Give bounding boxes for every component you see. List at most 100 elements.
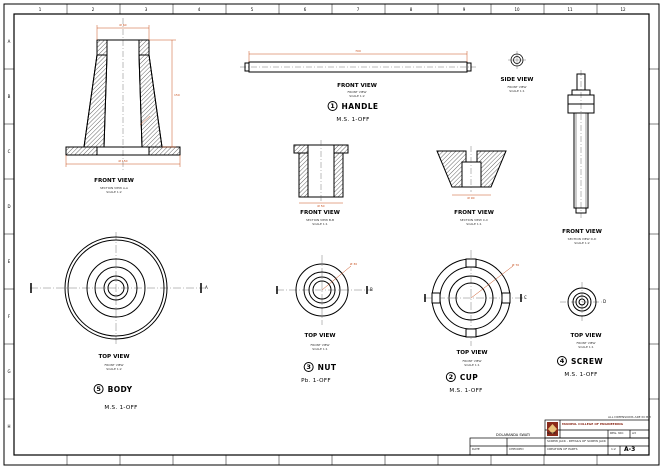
nut-top-view-title: TOP VIEW: [304, 333, 336, 339]
institute-logo: [547, 422, 558, 436]
part-name-nut: NUT: [317, 362, 337, 372]
part-name-handle: HANDLE: [341, 101, 379, 111]
outer-border: [3, 3, 660, 466]
handle-front-view: [240, 51, 476, 73]
title-block-date-label: DATE: [472, 447, 480, 451]
part-label-screw: 4 SCREW: [556, 356, 604, 366]
dim-handle-length: 700: [355, 49, 361, 53]
svg-text:11: 11: [567, 7, 573, 12]
dim-cup-dia: Ø 70: [512, 262, 519, 267]
body-top-view-note-2: SCALE 1:2: [106, 367, 122, 371]
part-name-screw: SCREW: [570, 356, 604, 366]
handle-front-view-note-1: FRONT VIEW: [347, 90, 367, 94]
part-label-cup: 2 CUP: [445, 372, 479, 382]
body-front-view-note-1: SECTION VIEW A-A: [100, 186, 128, 190]
part-label-body: 5 BODY: [93, 384, 133, 394]
handle-front-view-note-2: SCALE 1:2: [349, 94, 365, 98]
part-material-screw: M.S. 1-OFF: [564, 372, 598, 378]
nut-top-view: [276, 255, 372, 325]
part-name-cup: CUP: [459, 372, 479, 382]
svg-text:12: 12: [620, 7, 626, 12]
svg-text:F: F: [8, 314, 11, 319]
svg-text:D: D: [7, 204, 10, 209]
zone-labels: 1 2 3 4 5 6 7 8 9 10 11 12 A B C D E F G…: [7, 7, 626, 429]
handle-side-view-note-2: SCALE 1:1: [509, 89, 525, 93]
part-number-nut: 3: [303, 362, 314, 372]
title-block-reg-label: REG. NO:: [610, 431, 624, 435]
svg-text:9: 9: [463, 7, 466, 12]
title-block-sheet-no: A3: [632, 431, 636, 435]
cup-top-view-note-2: SCALE 1:1: [464, 363, 480, 367]
nut-top-view-note-2: SCALE 1:1: [312, 347, 328, 351]
svg-text:A: A: [8, 39, 11, 44]
svg-text:B: B: [8, 94, 11, 99]
cup-front-view-note-1: SECTION VIEW C-C: [459, 218, 489, 222]
screw-front-view-note-2: SCALE 1:2: [574, 241, 590, 245]
part-number-body: 5: [93, 384, 104, 394]
body-front-view-note-2: SCALE 1:2: [106, 190, 122, 194]
dim-nut-width: Ø 50: [317, 203, 324, 208]
section-marker-b: B: [370, 287, 373, 292]
title-block-institute: MANIPAL COLLEGE OF ENGINEERING: [562, 422, 624, 426]
screw-front-view-title: FRONT VIEW: [562, 229, 602, 235]
part-material-body: M.S. 1-OFF: [104, 405, 138, 411]
svg-text:2: 2: [92, 7, 95, 12]
svg-text:6: 6: [304, 7, 307, 12]
cup-front-view: [436, 146, 507, 196]
dim-body-top: Ø 60: [119, 22, 126, 27]
part-number-cup: 2: [445, 372, 456, 382]
part-material-handle: M.S. 1-OFF: [336, 117, 370, 123]
cup-front-view-title: FRONT VIEW: [454, 210, 494, 216]
cup-top-view-note-1: FRONT VIEW: [462, 359, 482, 363]
svg-text:1: 1: [39, 7, 42, 12]
title-block-checked-label: CHECKED: [509, 447, 524, 451]
drawn-by: DOLARANDA SWATI: [496, 433, 531, 437]
title-block-name-label: NAME:: [547, 431, 557, 435]
title-block-title: SCREW JACK - DETAILS OF SCREW JACK: [547, 439, 606, 443]
screw-front-view-note-1: SECTION VIEW D-D: [567, 237, 597, 241]
title-block-scale: 1:2: [611, 447, 616, 451]
handle-front-view-title: FRONT VIEW: [337, 83, 377, 89]
screw-top-view: [560, 282, 604, 322]
cup-front-view-note-2: SCALE 1:1: [466, 222, 482, 226]
section-marker-c: C: [524, 295, 527, 300]
part-label-nut: 3 NUT: [303, 362, 337, 372]
screw-front-view: [567, 70, 595, 218]
svg-text:C: C: [8, 149, 11, 154]
dimensions-note: ALL DIMENSIONS ARE IN MM: [608, 415, 651, 419]
dim-nut-dia: Ø 30: [350, 261, 357, 266]
dim-body-height: 150: [174, 93, 180, 97]
svg-text:H: H: [7, 424, 10, 429]
inner-border: [13, 13, 650, 456]
handle-side-view: [508, 51, 526, 69]
title-block-lines: [469, 419, 650, 456]
nut-front-view-note-1: SECTION VIEW B-B: [305, 218, 335, 222]
nut-top-view-note-1: FRONT VIEW: [310, 343, 330, 347]
body-front-view: [65, 18, 181, 172]
screw-top-view-title: TOP VIEW: [570, 333, 602, 339]
screw-top-view-note-2: SCALE 1:1: [578, 345, 594, 349]
dim-body-bottom: Ø 150: [118, 158, 127, 163]
svg-text:E: E: [8, 259, 11, 264]
part-material-nut: Pb. 1-OFF: [301, 378, 331, 384]
svg-text:8: 8: [410, 7, 413, 12]
handle-side-view-note-1: FRONT VIEW: [507, 85, 527, 89]
svg-text:G: G: [7, 369, 10, 374]
section-marker-a: A: [205, 285, 208, 290]
nut-front-view-note-2: SCALE 1:1: [312, 222, 328, 226]
svg-text:4: 4: [198, 7, 201, 12]
part-material-cup: M.S. 1-OFF: [449, 388, 483, 394]
nut-front-view-title: FRONT VIEW: [300, 210, 340, 216]
svg-text:3: 3: [145, 7, 148, 12]
part-label-handle: 1 HANDLE: [327, 101, 379, 111]
body-top-view-note-1: FRONT VIEW: [104, 363, 124, 367]
svg-text:10: 10: [514, 7, 520, 12]
title-block-subtitle: CREATION OF PARTS: [547, 447, 578, 451]
nut-front-view: [293, 140, 349, 204]
handle-side-view-title: SIDE VIEW: [500, 77, 534, 83]
title-block-sheet-code: A-3: [624, 446, 636, 453]
section-marker-d: D: [603, 299, 607, 304]
zone-ticks: [4, 4, 659, 465]
screw-top-view-note-1: FRONT VIEW: [576, 341, 596, 345]
